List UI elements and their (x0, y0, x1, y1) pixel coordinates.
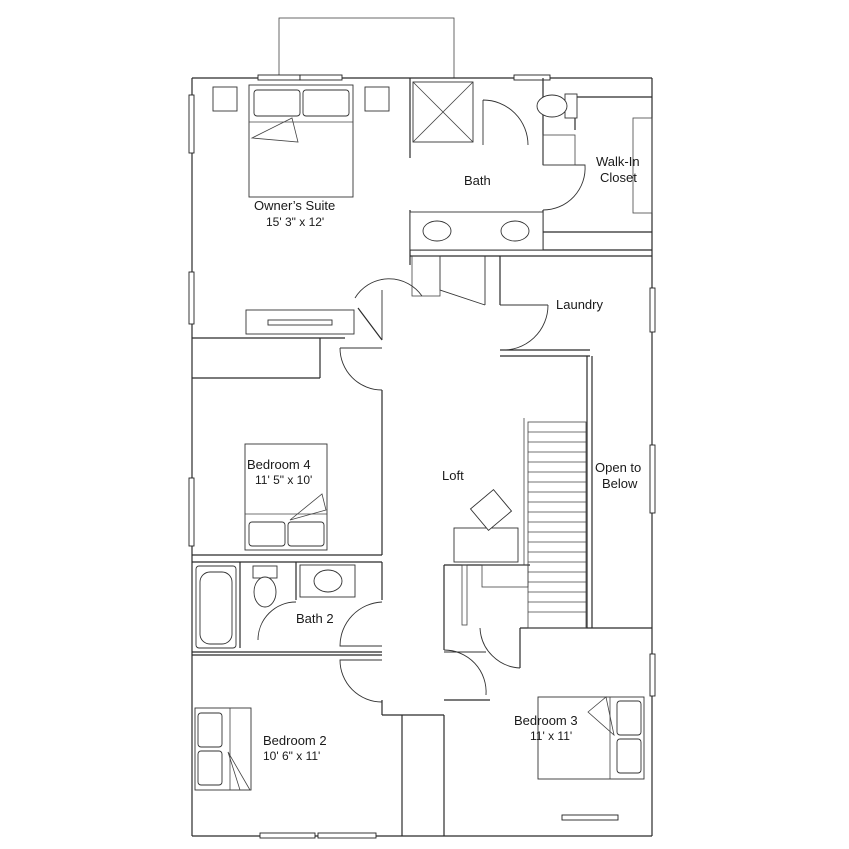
bedroom-4-bed (244, 443, 328, 551)
owners-suite-furniture (212, 84, 390, 335)
bath-fixtures (409, 81, 653, 251)
bedroom-4-name: Bedroom 4 (247, 457, 311, 472)
open-to-below-line2: Below (602, 476, 638, 491)
bath-name: Bath (464, 173, 491, 188)
bedroom-3-dims: 11' x 11' (530, 729, 572, 743)
balcony-outline (278, 17, 455, 79)
owners-suite-name: Owner’s Suite (254, 198, 335, 213)
loft-desk (453, 488, 519, 563)
bath-2-fixtures (195, 564, 356, 649)
interior-walls (192, 78, 652, 836)
bedroom-2-name: Bedroom 2 (263, 733, 327, 748)
bedroom-3-bed (537, 696, 645, 780)
stairs (461, 418, 587, 629)
bath-2-name: Bath 2 (296, 611, 334, 626)
bedroom-3-name: Bedroom 3 (514, 713, 578, 728)
open-to-below-line1: Open to (595, 460, 641, 475)
bedroom-2-dims: 10' 6" x 11' (263, 749, 320, 763)
bedroom-4-dims: 11' 5" x 10' (255, 473, 312, 487)
door-swings (257, 99, 586, 703)
laundry-fixtures (411, 255, 441, 297)
owners-suite-dims: 15' 3" x 12' (266, 215, 324, 229)
loft-name: Loft (442, 468, 464, 483)
walk-in-closet-line2: Closet (600, 170, 637, 185)
room-labels: Owner’s Suite 15' 3" x 12' Bath Walk-In … (247, 154, 641, 763)
windows (188, 74, 656, 839)
laundry-name: Laundry (556, 297, 603, 312)
walk-in-closet-line1: Walk-In (596, 154, 640, 169)
bedroom-2-bed (194, 707, 252, 791)
